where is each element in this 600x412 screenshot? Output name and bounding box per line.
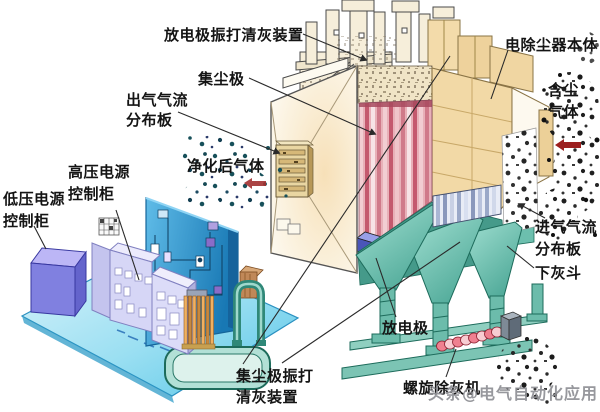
label-discharge-rapping: 放电极振打清灰装置 (164, 26, 304, 44)
clean-gas-cloud (182, 135, 288, 212)
support-legs (341, 283, 548, 380)
outlet-funnel (270, 64, 358, 274)
inlet-flow-arrow (555, 139, 581, 151)
conveyor-end-box (499, 311, 523, 341)
label-clean-gas: 净化后气体 (187, 157, 265, 175)
watermark: 头条@电气自动化应用 (428, 384, 599, 403)
vent-grid-icon (98, 217, 120, 236)
esp-machine (270, 0, 558, 407)
label-dusty-gas: 含尘 气体 (548, 81, 580, 121)
control-platform (20, 197, 300, 403)
label-esp-body: 电除尘器本体 (505, 36, 599, 54)
outlet-louver-grid (275, 140, 314, 198)
label-ash-hopper: 下灰斗 (535, 264, 582, 282)
leader-lines (33, 33, 546, 378)
label-discharge-electrode: 放电极 (382, 319, 429, 337)
esp-body-casing (431, 67, 513, 211)
label-screw-conveyor: 螺旋除灰机 (403, 379, 481, 397)
base-frame (164, 346, 271, 390)
bus-duct-pipe (232, 280, 266, 346)
label-hv-cabinet: 高压电源 控制柜 (68, 163, 131, 203)
dusty-gas-cloud (538, 32, 600, 240)
label-lv-cabinet: 低压电源 控制柜 (3, 190, 66, 230)
hv-cabinet-row (91, 242, 197, 356)
esp-top-casing (427, 19, 534, 93)
rectifier-transformer (181, 289, 216, 350)
label-collecting-rapping: 集尘极振打 清灰装置 (236, 367, 314, 406)
ash-hoppers (355, 201, 523, 306)
upper-mottled-band (357, 65, 433, 104)
screw-ash-conveyor (436, 311, 523, 352)
outlet-flow-arrow (244, 178, 266, 189)
label-inlet-distribution: 进气气流 分布板 (535, 218, 598, 258)
label-collecting-electrode: 集尘极 (198, 70, 245, 88)
label-outlet-distribution: 出气气流 分布板 (126, 91, 189, 129)
lv-cabinet-box (30, 247, 87, 318)
falling-ash-dust (497, 337, 558, 407)
inlet-dust-column (501, 127, 539, 235)
